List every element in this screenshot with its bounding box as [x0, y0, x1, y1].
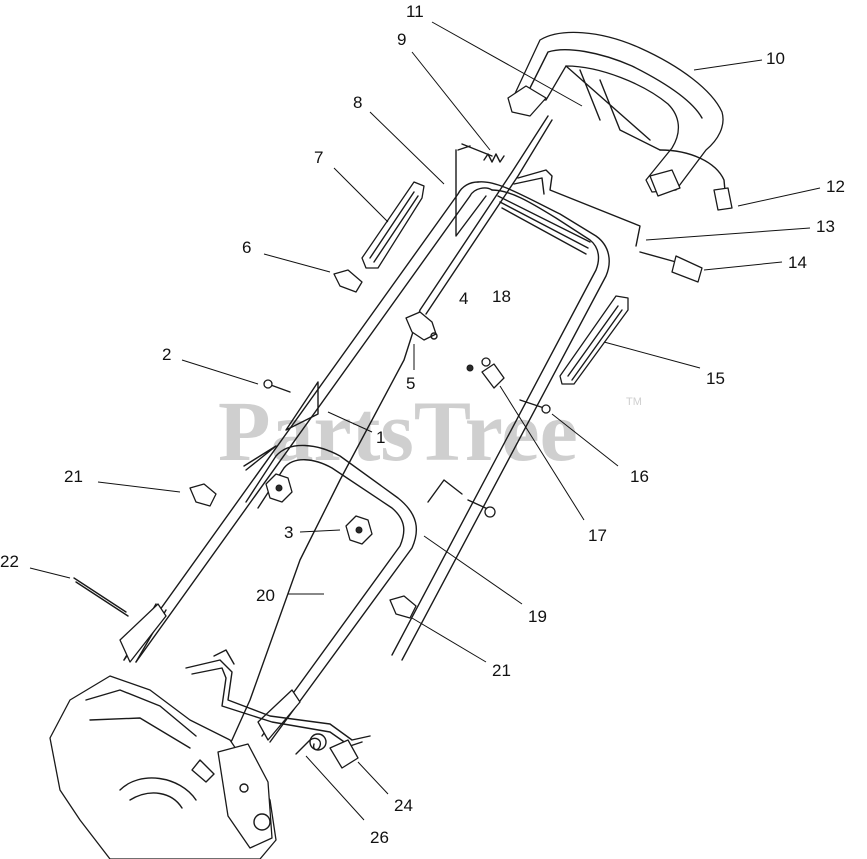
callout-8: 8 — [353, 93, 362, 112]
watermark-tm: TM — [626, 396, 642, 408]
bolt-part-16 — [519, 399, 551, 414]
callout-24: 24 — [394, 796, 413, 815]
handle-tubes — [119, 181, 610, 743]
callout-7: 7 — [314, 148, 323, 167]
callout-16: 16 — [630, 467, 649, 486]
callout-17: 17 — [588, 526, 607, 545]
callout-2: 2 — [162, 345, 171, 364]
leader-lines — [29, 21, 821, 821]
callout-labels: 11 9 10 8 7 12 13 6 14 4 18 2 5 15 1 16 … — [0, 2, 845, 847]
callout-9: 9 — [397, 30, 406, 49]
callout-4: 4 — [459, 289, 468, 308]
hardware-parts-4-17-18 — [466, 357, 505, 389]
callout-5: 5 — [406, 374, 415, 393]
callout-12: 12 — [826, 177, 845, 196]
bail-lever-part-24 — [185, 649, 371, 769]
side-cover-part-15 — [559, 295, 629, 385]
upper-grip-part-10 — [507, 31, 724, 197]
control-bar-part-13 — [513, 169, 641, 247]
clip-part-6 — [333, 269, 363, 293]
spring-part-9 — [461, 143, 505, 163]
callout-21-right: 21 — [492, 661, 511, 680]
callout-20: 20 — [256, 586, 275, 605]
callout-26: 26 — [370, 828, 389, 847]
clip-part-21-right — [389, 595, 417, 619]
mower-deck — [49, 675, 277, 859]
cable-end-part-12 — [659, 149, 733, 211]
side-cover-part-7 — [361, 181, 425, 269]
callout-15: 15 — [706, 369, 725, 388]
knob-upper — [265, 473, 293, 503]
cable-connector-part-14 — [639, 251, 703, 283]
callout-6: 6 — [242, 238, 251, 257]
control-cable — [211, 115, 553, 777]
callout-18: 18 — [492, 287, 511, 306]
callout-19: 19 — [528, 607, 547, 626]
label-triangles — [243, 145, 487, 503]
knob-part-3 — [345, 515, 373, 545]
lower-bolt — [467, 499, 496, 518]
clip-part-21-left — [189, 483, 217, 507]
cable-clamp-part-5 — [405, 311, 438, 341]
callout-22: 22 — [0, 552, 19, 571]
callout-3: 3 — [284, 523, 293, 542]
callout-1: 1 — [376, 428, 385, 447]
callout-10: 10 — [766, 49, 785, 68]
callout-11: 11 — [406, 2, 424, 21]
bolt-part-2 — [263, 379, 291, 393]
spring-part-26 — [295, 733, 327, 755]
rod-part-22 — [73, 577, 129, 617]
callout-13: 13 — [816, 217, 835, 236]
callout-14: 14 — [788, 253, 807, 272]
callout-21-left: 21 — [64, 467, 83, 486]
